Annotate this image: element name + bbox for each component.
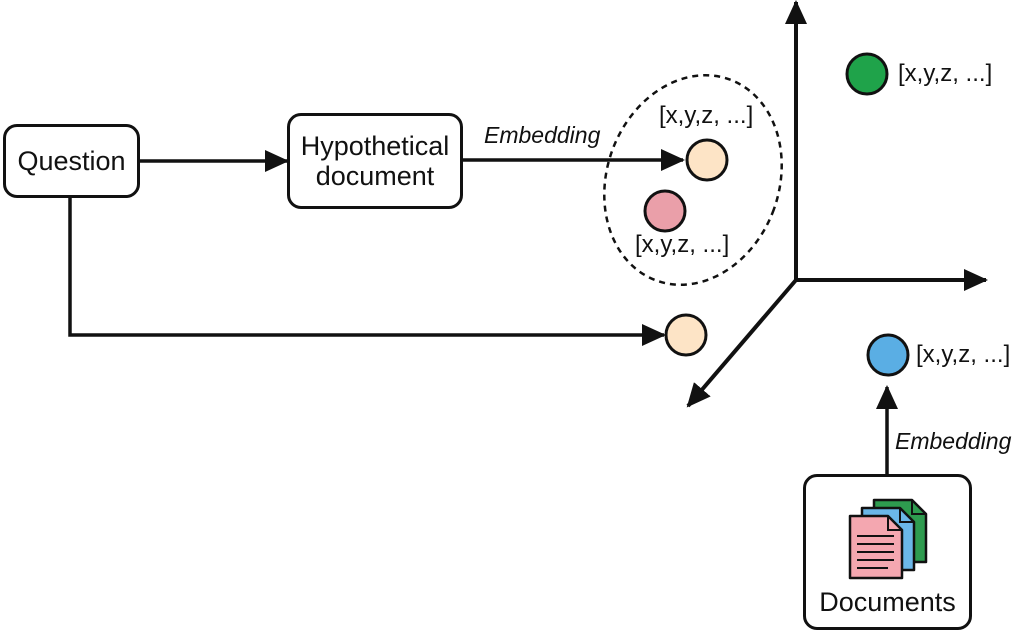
vector-label-green: [x,y,z, ...] (898, 60, 993, 87)
hypothetical-embedding-point (685, 138, 729, 182)
embedding-label-top: Embedding (484, 122, 601, 148)
green-document-point (845, 52, 889, 96)
hypothetical-label-line1: Hypothetical (300, 130, 450, 161)
question-label: Question (17, 145, 126, 176)
question-box: Question (3, 124, 140, 198)
hypothetical-label-line2: document (315, 161, 435, 191)
pink-page-icon (848, 514, 904, 580)
blue-document-point (866, 333, 910, 377)
similarity-cluster-ellipse (603, 73, 783, 287)
arrow-question-embedding (68, 198, 666, 346)
hypothetical-document-box: Hypothetical document (287, 113, 463, 209)
documents-label: Documents (819, 586, 956, 617)
embedding-label-documents: Embedding (895, 428, 1012, 454)
documents-stack-icon (848, 498, 928, 580)
axis-z (686, 278, 798, 408)
question-embedding-point (664, 313, 708, 357)
vector-label-hypothetical: [x,y,z, ...] (659, 102, 754, 129)
vector-label-blue: [x,y,z, ...] (916, 341, 1011, 368)
retrieved-document-point (643, 189, 687, 233)
vector-label-question: [x,y,z, ...] (635, 231, 730, 258)
